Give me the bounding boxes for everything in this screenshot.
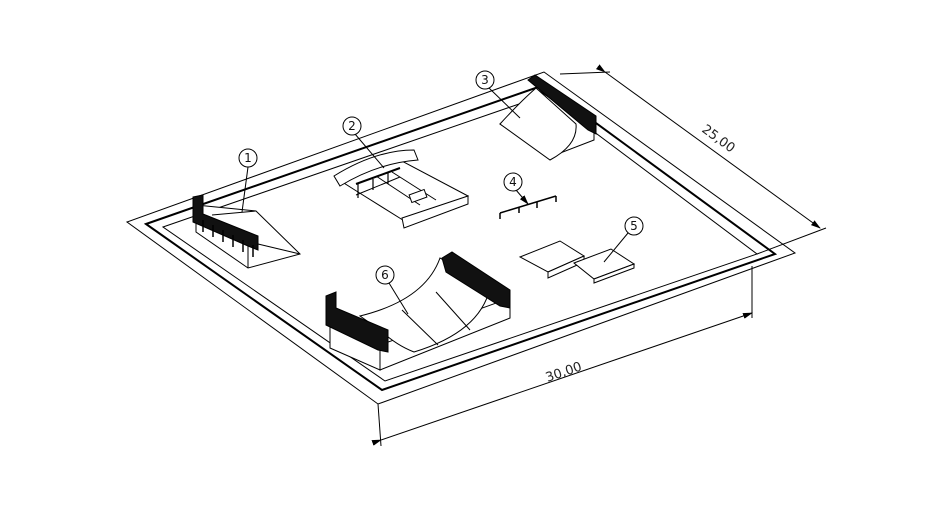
manual-pads-5 — [518, 240, 636, 284]
balloon-6: 6 — [375, 265, 409, 315]
svg-text:2: 2 — [348, 119, 356, 133]
svg-text:6: 6 — [381, 268, 389, 282]
balloon-1: 1 — [238, 148, 258, 213]
svg-text:3: 3 — [481, 73, 489, 87]
svg-text:5: 5 — [630, 219, 638, 233]
svg-text:1: 1 — [244, 151, 252, 165]
balloon-4: 4 — [503, 172, 529, 205]
ramp-1 — [192, 194, 301, 269]
balloon-2: 2 — [342, 116, 385, 169]
half-pipe-6 — [325, 251, 511, 371]
dimension-width: 25,00 — [559, 64, 827, 255]
length-dimension-label: 30,00 — [544, 360, 584, 386]
funbox-2 — [333, 149, 470, 229]
balloon-5: 5 — [603, 216, 644, 263]
width-dimension-label: 25,00 — [699, 122, 738, 156]
svg-text:4: 4 — [509, 175, 517, 189]
rail-4 — [499, 195, 557, 219]
quarter-pipe-3 — [499, 74, 597, 161]
balloon-3: 3 — [475, 70, 521, 119]
